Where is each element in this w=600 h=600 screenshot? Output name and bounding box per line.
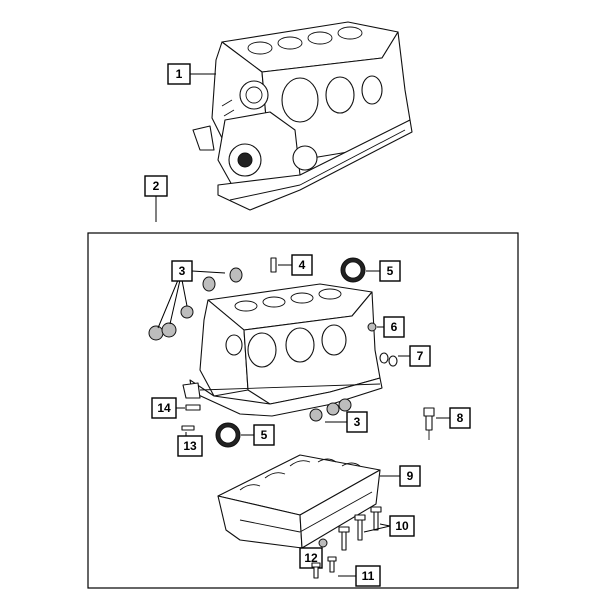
callout-4[interactable]: 4	[291, 254, 313, 276]
svg-text:10: 10	[395, 519, 409, 533]
bedplate-bolts	[338, 506, 382, 551]
washer-12	[318, 538, 328, 548]
svg-text:13: 13	[183, 439, 197, 453]
dowel-pin	[270, 257, 277, 273]
svg-text:2: 2	[153, 179, 160, 193]
dowel-sleeves	[379, 352, 398, 367]
callout-7[interactable]: 7	[409, 345, 431, 367]
callout-1[interactable]: 1	[167, 63, 191, 85]
dowel-13	[181, 425, 195, 431]
engine-block-assembly	[192, 21, 413, 211]
rear-main-seal	[340, 257, 366, 283]
svg-text:5: 5	[261, 428, 268, 442]
core-plugs-lower	[309, 398, 352, 422]
svg-text:3: 3	[354, 415, 361, 429]
svg-text:5: 5	[387, 264, 394, 278]
exploded-view-frame	[87, 232, 519, 589]
callout-9[interactable]: 9	[399, 465, 421, 487]
callout-10[interactable]: 10	[389, 515, 415, 537]
callout-5-upper[interactable]: 5	[379, 260, 401, 282]
svg-text:11: 11	[362, 569, 375, 583]
callout-8[interactable]: 8	[449, 407, 471, 429]
core-plugs-upper	[148, 267, 243, 341]
svg-text:8: 8	[457, 411, 464, 425]
svg-text:7: 7	[417, 349, 424, 363]
svg-text:14: 14	[157, 401, 171, 415]
svg-text:3: 3	[179, 264, 186, 278]
svg-text:4: 4	[299, 258, 306, 272]
svg-text:6: 6	[391, 320, 398, 334]
front-seal	[215, 422, 241, 448]
dowel-14	[185, 404, 201, 411]
callout-14[interactable]: 14	[151, 397, 177, 419]
callout-3-lower[interactable]: 3	[346, 411, 368, 433]
callout-5-lower[interactable]: 5	[253, 424, 275, 446]
sensor	[423, 407, 435, 440]
callout-3-upper[interactable]: 3	[171, 260, 193, 282]
bolts-11	[311, 556, 337, 579]
bedplate	[217, 454, 381, 549]
callout-2[interactable]: 2	[144, 175, 168, 197]
svg-text:9: 9	[407, 469, 414, 483]
callout-13[interactable]: 13	[177, 435, 203, 457]
bare-engine-block	[182, 283, 383, 417]
svg-text:12: 12	[304, 551, 318, 565]
callout-6[interactable]: 6	[383, 316, 405, 338]
plug-small	[367, 322, 377, 332]
callout-11[interactable]: 11	[355, 565, 381, 587]
svg-text:1: 1	[176, 67, 183, 81]
